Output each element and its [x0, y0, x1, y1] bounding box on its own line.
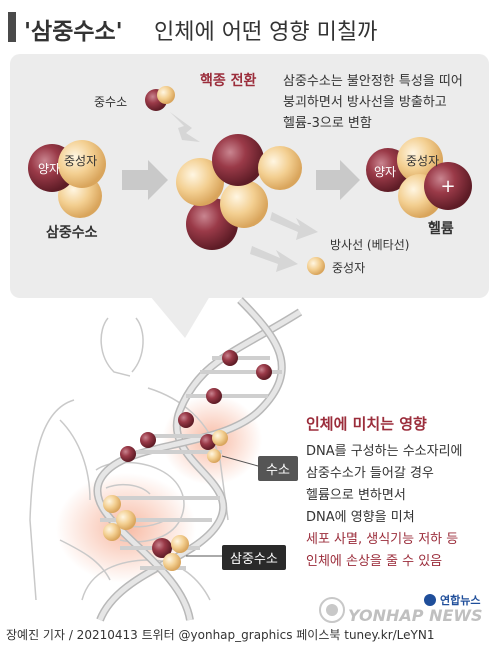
arrow-right-icon — [122, 160, 168, 200]
svg-text:+: + — [440, 176, 455, 197]
helium-right: + — [366, 137, 472, 218]
arrow-out-icon — [270, 212, 318, 240]
left-neutron-label: 중성자 — [64, 154, 98, 168]
tag-tritium: 삼중수소 — [222, 545, 286, 570]
title-bar — [8, 12, 16, 42]
dna-helix — [93, 297, 303, 622]
right-neutron-label: 중성자 — [406, 154, 440, 168]
tritium-left — [28, 140, 106, 218]
effect-line6: 인체에 손상을 줄 수 있음 — [306, 554, 443, 569]
effect-heading: 인체에 미치는 영향 — [306, 415, 427, 433]
title-sub: 인체에 어떤 영향 미칠까 — [154, 20, 378, 45]
radiation-label: 방사선 (베타선) — [330, 238, 410, 252]
arrow-right-icon-2 — [316, 160, 360, 200]
emitted-neutron — [307, 257, 325, 275]
dna-atoms — [103, 350, 272, 571]
fusion-cluster — [176, 134, 302, 250]
effect-line3: 헬륨으로 변하면서 — [306, 488, 406, 503]
effect-line1: DNA를 구성하는 수소자리에 — [306, 444, 463, 459]
effect-line2: 삼중수소가 들어갈 경우 — [306, 466, 434, 481]
tritium-name: 삼중수소 — [46, 225, 98, 241]
effect-line4: DNA에 영향을 미쳐 — [306, 510, 415, 525]
fusion-desc-line3: 헬륨-3으로 변함 — [283, 116, 372, 131]
deuterium-label: 중수소 — [94, 95, 128, 109]
fusion-desc-line2: 붕괴하면서 방사선을 방출하고 — [283, 95, 447, 110]
neutron-out-label: 중성자 — [332, 261, 366, 275]
deuterium-atom — [145, 86, 175, 111]
logo-english: YONHAP NEWS — [348, 606, 483, 625]
yonhap-logo: 연합뉴스 YONHAP NEWS — [318, 594, 494, 625]
title-main: '삼중수소' — [24, 19, 123, 45]
credit-line: 장예진 기자 / 20210413 트위터 @yonhap_graphics 페… — [6, 628, 435, 642]
arrow-icon — [170, 112, 200, 142]
fusion-heading: 핵종 전환 — [200, 73, 257, 89]
logo-korean: 연합뉴스 — [440, 594, 481, 607]
right-proton-label: 양자 — [374, 165, 397, 179]
fusion-desc-line1: 삼중수소는 불안정한 특성을 띠어 — [283, 74, 463, 89]
title: '삼중수소' 인체에 어떤 영향 미칠까 — [8, 8, 492, 48]
helium-name: 헬륨 — [428, 221, 454, 237]
arrow-out-icon-2 — [250, 246, 298, 272]
effect-line5: 세포 사멸, 생식기능 저하 등 — [306, 532, 459, 547]
tag-hydrogen: 수소 — [258, 456, 298, 481]
left-proton-label: 양자 — [38, 162, 61, 176]
yonhap-logo-icon — [319, 594, 436, 623]
